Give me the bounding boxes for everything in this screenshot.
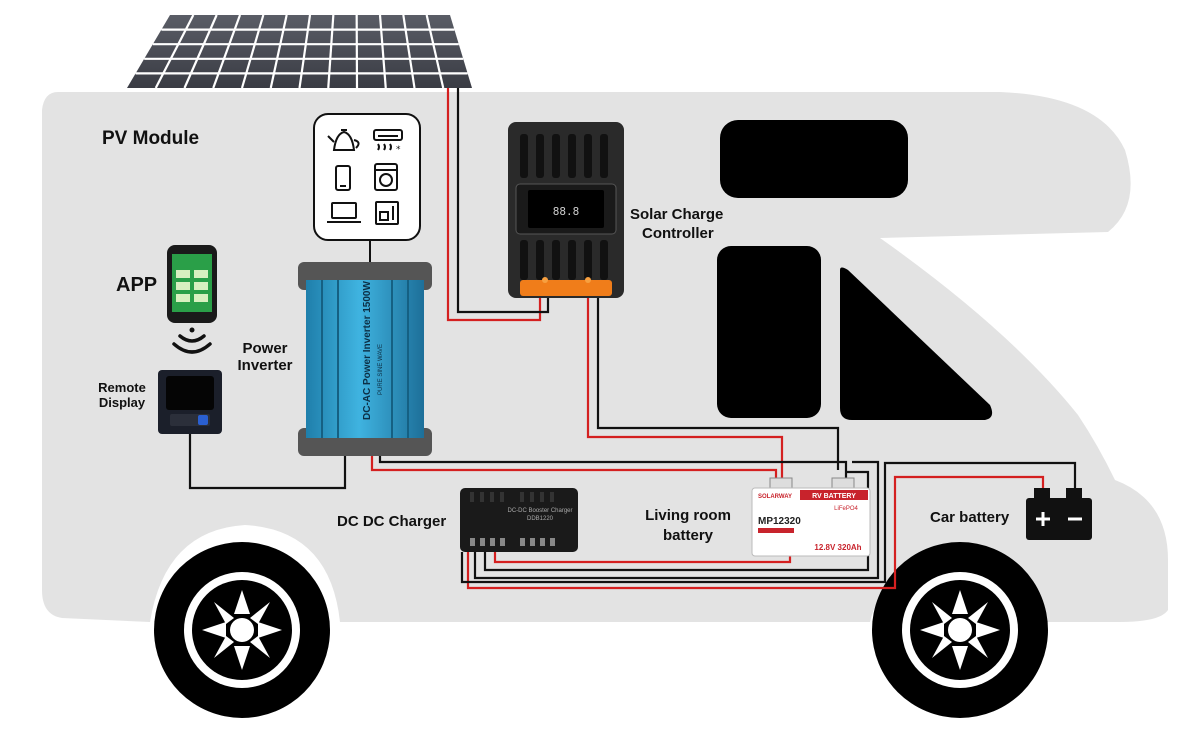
- solar-charge-controller: 88.8: [508, 122, 624, 298]
- battery-title: RV BATTERY: [812, 493, 856, 500]
- label-controller-line1: Solar Charge: [630, 206, 723, 225]
- label-remote-line2: Display: [92, 396, 152, 411]
- controller-display-value: 88.8: [553, 205, 580, 218]
- appliances-panel: *: [314, 114, 420, 262]
- rv-wheel-front: [872, 542, 1048, 718]
- label-dcdc-charger: DC DC Charger: [337, 513, 446, 530]
- label-app: APP: [116, 274, 157, 297]
- app-phone-icon: [167, 245, 217, 323]
- label-solar-controller: Solar Charge Controller: [630, 206, 723, 244]
- label-pv-module: PV Module: [102, 128, 199, 150]
- rv-window-top: [720, 120, 908, 198]
- solar-panel-icon: [127, 15, 472, 88]
- label-power-inverter: Power Inverter: [232, 340, 298, 375]
- rv-window-side: [717, 246, 821, 418]
- rv-wheel-rear: [154, 542, 330, 718]
- inverter-sub-text: PURE SINE WAVE: [378, 344, 384, 395]
- label-remote-display: Remote Display: [92, 381, 152, 411]
- battery-brand: SOLARWAY: [758, 494, 792, 500]
- label-living-battery: Living room battery: [640, 506, 736, 545]
- inverter-model-text: DC-AC Power Inverter 1500W: [362, 281, 373, 420]
- battery-spec: 12.8V 320Ah: [814, 543, 861, 552]
- label-car-battery: Car battery: [930, 509, 1009, 526]
- label-inverter-line2: Inverter: [232, 357, 298, 374]
- battery-chemistry: LiFePO4: [834, 506, 858, 512]
- label-controller-line2: Controller: [630, 225, 723, 244]
- dcdc-charger-device: DC-DC Booster Charger DDB1220: [460, 488, 578, 552]
- living-room-battery: RV BATTERY SOLARWAY LiFePO4 MP12320 12.8…: [752, 478, 870, 556]
- battery-model: MP12320: [758, 516, 801, 527]
- dcdc-line2: DDB1220: [527, 516, 554, 522]
- label-inverter-line1: Power: [232, 340, 298, 357]
- remote-display-device: [158, 370, 222, 434]
- svg-text:*: *: [396, 145, 401, 155]
- dcdc-line1: DC-DC Booster Charger: [507, 508, 572, 514]
- label-remote-line1: Remote: [92, 381, 152, 396]
- label-living-line2: battery: [640, 526, 736, 546]
- label-living-line1: Living room: [640, 506, 736, 526]
- power-inverter: DC-AC Power Inverter 1500W PURE SINE WAV…: [298, 262, 432, 456]
